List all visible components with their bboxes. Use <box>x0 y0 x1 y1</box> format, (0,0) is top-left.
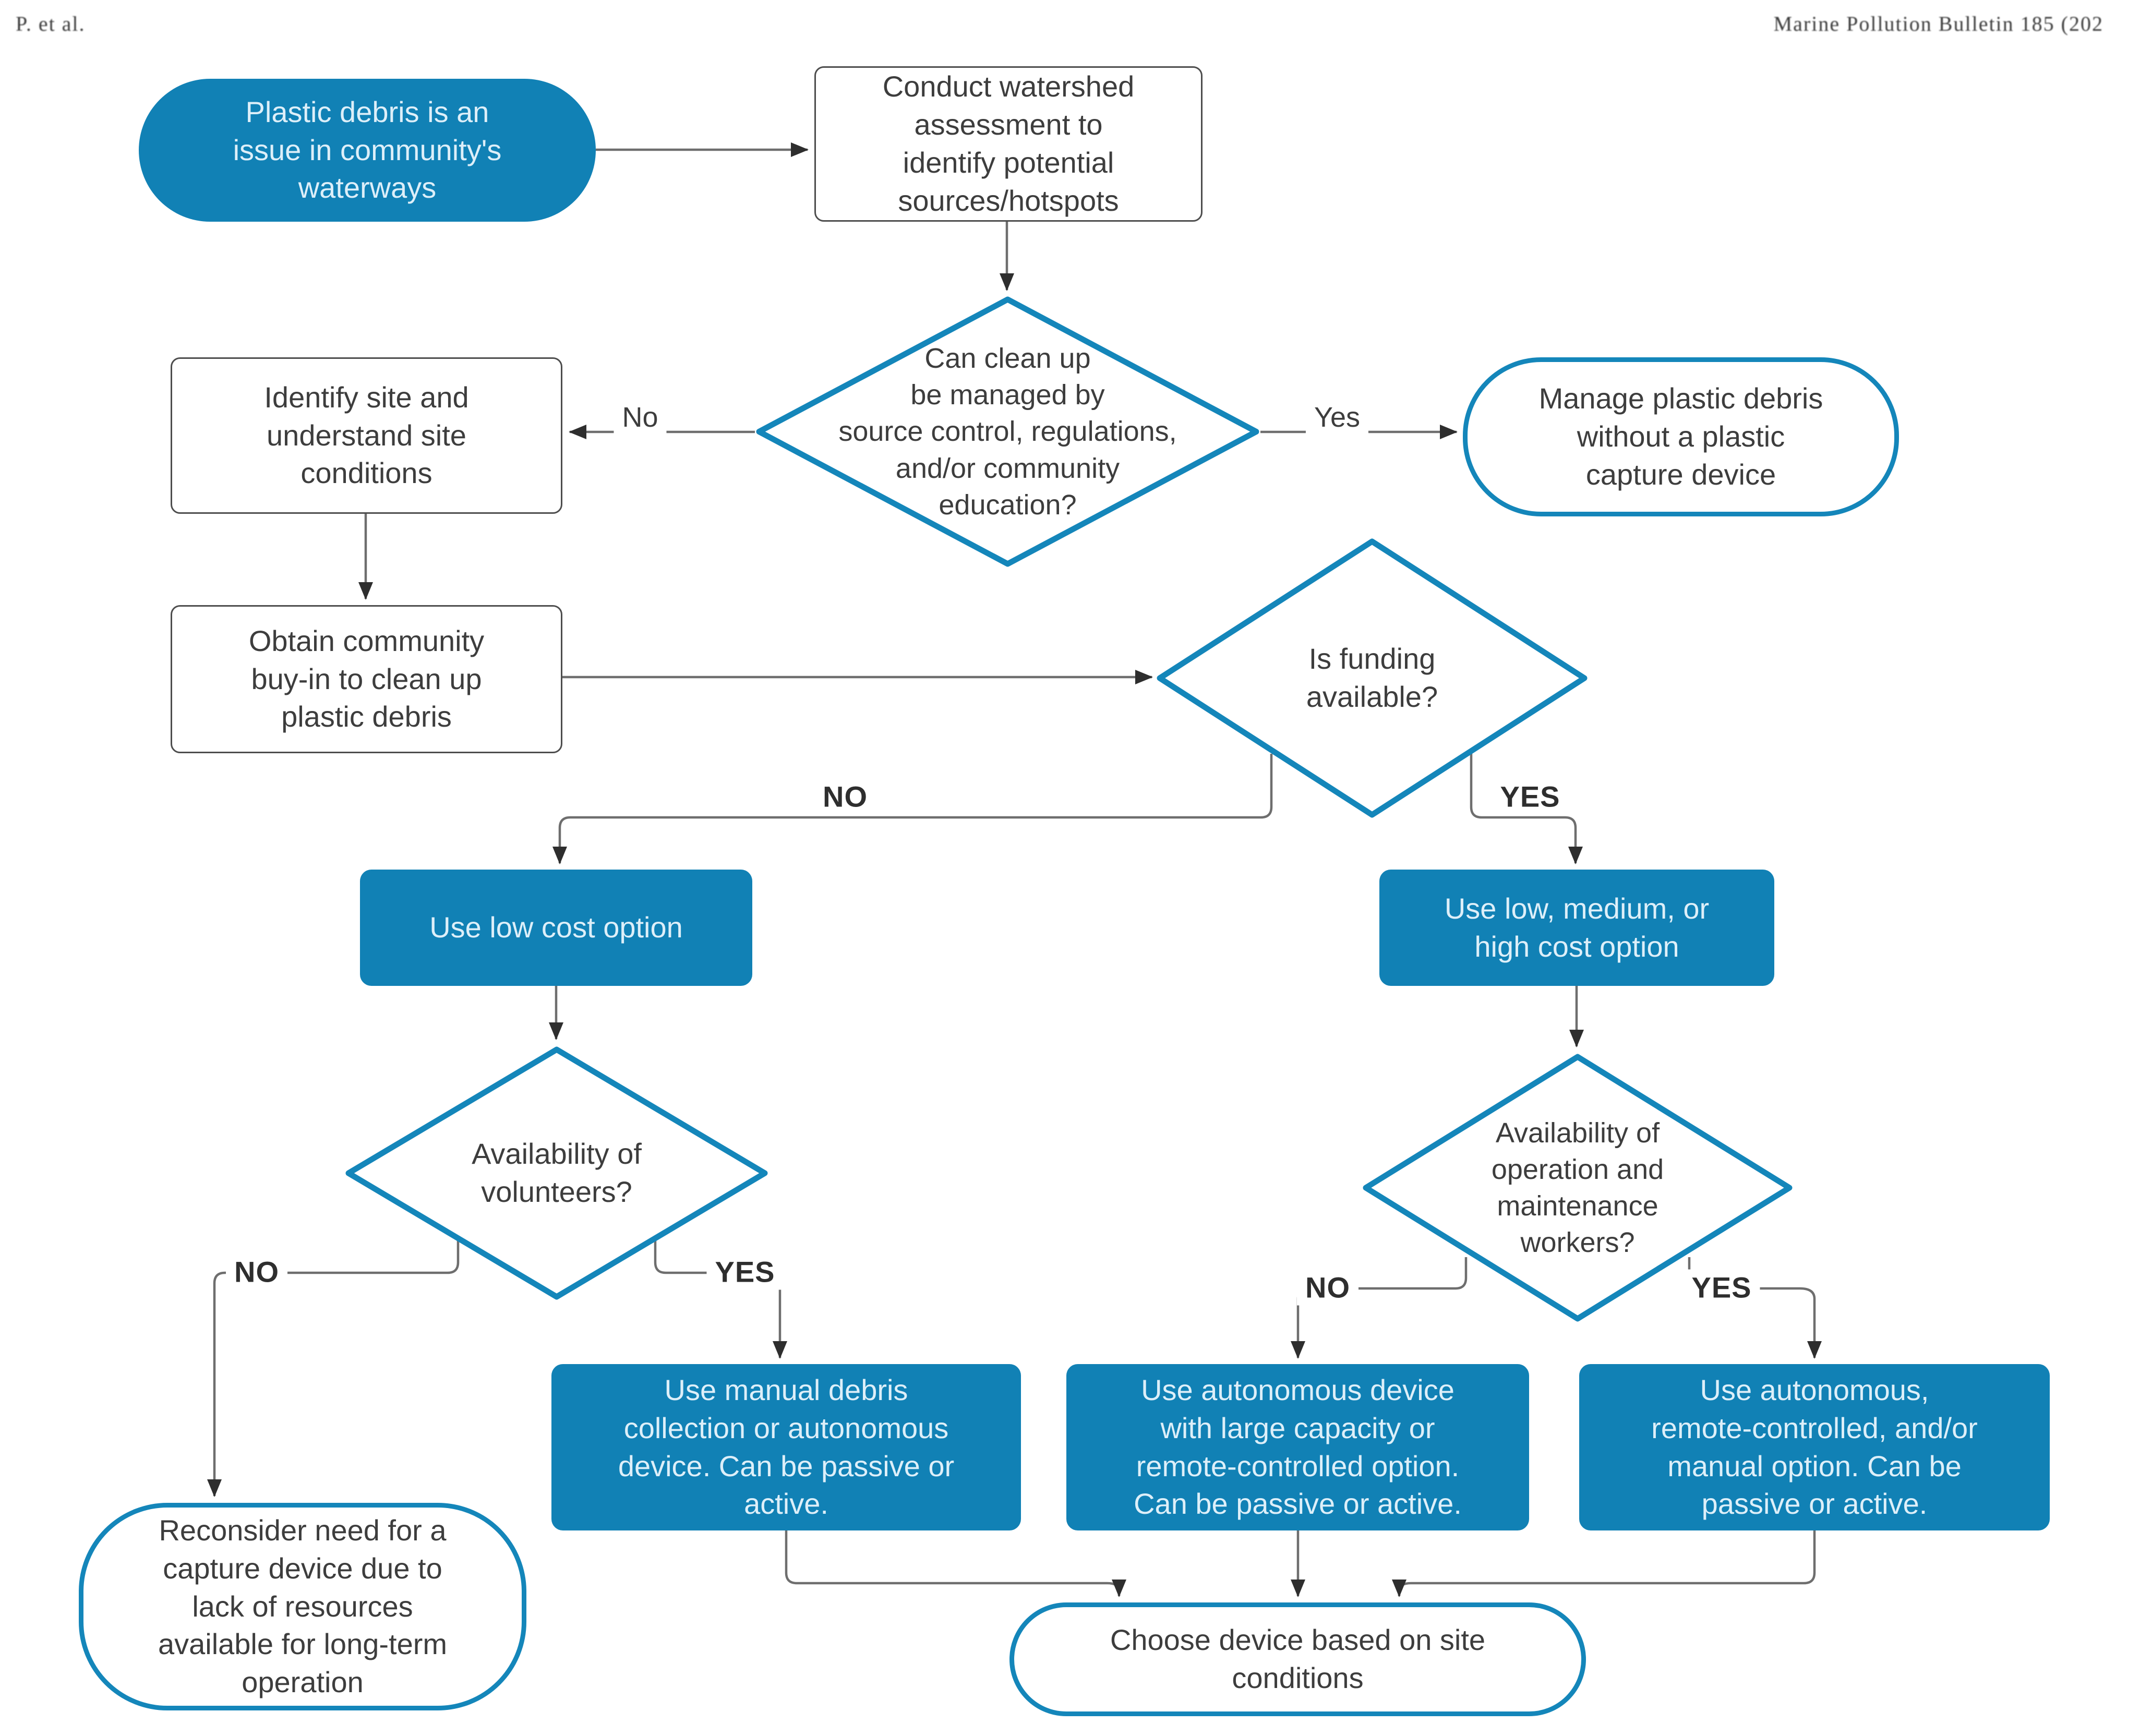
node-reconsider-need-label: Reconsider need for a capture device due… <box>158 1514 448 1699</box>
node-start-label: Plastic debris is an issue in community'… <box>233 95 502 204</box>
edge-manual-choose <box>785 1530 1126 1597</box>
node-manage-without-device: Manage plastic debris without a plastic … <box>1463 357 1899 516</box>
decision-volunteers: Availability of volunteers? <box>344 1045 769 1301</box>
decision-workers-label: Availability of operation and maintenanc… <box>1491 1117 1664 1259</box>
node-autonomous-remote-manual-label: Use autonomous, remote-controlled, and/o… <box>1651 1373 1978 1521</box>
edge-volunteers-no-reconsider <box>207 1240 460 1497</box>
edge-label-funding-no: NO <box>814 778 876 815</box>
node-low-med-high-cost-option: Use low, medium, or high cost option <box>1379 870 1774 986</box>
node-start: Plastic debris is an issue in community'… <box>139 79 596 222</box>
edge-funding-no-lowcost <box>552 754 1273 864</box>
decision-cleanup-managed: Can clean up be managed by source contro… <box>755 295 1260 568</box>
page-header-right: Marine Pollution Bulletin 185 (202 <box>1773 12 2103 35</box>
node-identify-site-label: Identify site and understand site condit… <box>264 380 469 490</box>
diamond-shape <box>1157 538 1588 818</box>
diamond-shape <box>1363 1054 1793 1322</box>
decision-funding-label: Is funding available? <box>1306 642 1438 713</box>
node-choose-device-label: Choose device based on site conditions <box>1110 1623 1486 1694</box>
edge-label-volunteers-no: NO <box>226 1253 287 1290</box>
node-low-med-high-cost-option-label: Use low, medium, or high cost option <box>1444 891 1710 963</box>
edge-funding-yes-lmh <box>1470 754 1583 864</box>
diamond-shape <box>345 1046 768 1300</box>
node-obtain-buyin-label: Obtain community buy-in to clean up plas… <box>248 624 485 733</box>
node-reconsider-need: Reconsider need for a capture device due… <box>79 1503 526 1710</box>
node-manual-or-autonomous-label: Use manual debris collection or autonomo… <box>618 1373 955 1521</box>
edge-autorc-choose <box>1392 1530 1816 1597</box>
edge-label-cleanup-yes: Yes <box>1305 400 1369 435</box>
decision-workers: Availability of operation and maintenanc… <box>1362 1053 1794 1323</box>
diamond-shape <box>756 296 1259 567</box>
node-manual-or-autonomous: Use manual debris collection or autonomo… <box>551 1364 1021 1530</box>
edge-label-funding-yes: YES <box>1492 778 1569 815</box>
page-header-left: P. et al. <box>16 12 86 35</box>
node-autonomous-large-capacity-label: Use autonomous device with large capacit… <box>1134 1373 1462 1521</box>
node-conduct-assessment: Conduct watershed assessment to identify… <box>814 66 1203 222</box>
decision-funding: Is funding available? <box>1156 537 1589 819</box>
node-autonomous-remote-manual: Use autonomous, remote-controlled, and/o… <box>1579 1364 2050 1530</box>
node-choose-device: Choose device based on site conditions <box>1009 1602 1586 1716</box>
edge-label-cleanup-no: No <box>614 400 667 435</box>
node-obtain-buyin: Obtain community buy-in to clean up plas… <box>171 605 562 753</box>
edge-label-workers-yes: YES <box>1683 1269 1760 1306</box>
node-conduct-assessment-label: Conduct watershed assessment to identify… <box>882 70 1135 217</box>
edge-label-volunteers-yes: YES <box>706 1253 784 1290</box>
node-manage-without-device-label: Manage plastic debris without a plastic … <box>1538 382 1823 491</box>
decision-cleanup-managed-label: Can clean up be managed by source contro… <box>838 343 1177 521</box>
node-low-cost-option-label: Use low cost option <box>429 911 683 944</box>
node-low-cost-option: Use low cost option <box>360 870 752 986</box>
edge-label-workers-no: NO <box>1297 1269 1358 1306</box>
node-autonomous-large-capacity: Use autonomous device with large capacit… <box>1066 1364 1529 1530</box>
node-identify-site: Identify site and understand site condit… <box>171 357 562 514</box>
decision-volunteers-label: Availability of volunteers? <box>472 1137 642 1208</box>
